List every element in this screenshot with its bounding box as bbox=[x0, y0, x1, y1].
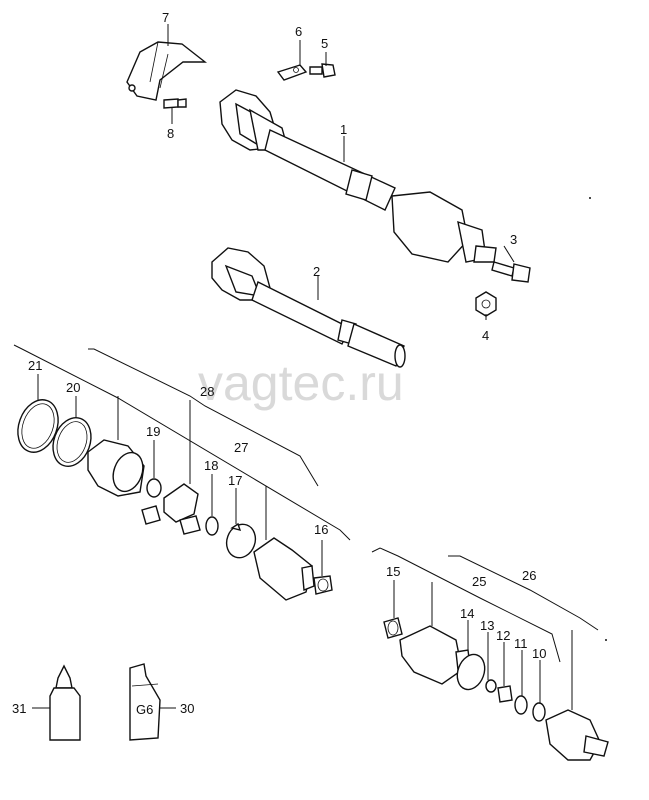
drive-shaft-long bbox=[219, 89, 497, 263]
callout-19: 19 bbox=[146, 424, 160, 439]
callout-10: 10 bbox=[532, 646, 546, 661]
axle-bolt bbox=[491, 261, 531, 283]
callout-2: 2 bbox=[313, 264, 320, 279]
callout-25: 25 bbox=[472, 574, 486, 589]
speck bbox=[605, 639, 607, 641]
callout-8: 8 bbox=[167, 126, 174, 141]
ring-10 bbox=[532, 702, 546, 722]
clamp-17 bbox=[225, 522, 257, 559]
heat-shield-bracket bbox=[126, 41, 208, 101]
watermark-text: vagtec.ru bbox=[198, 355, 404, 411]
cv-joint-inner bbox=[87, 439, 145, 497]
ring-11 bbox=[514, 695, 528, 715]
bracket-line-28b bbox=[88, 348, 319, 487]
grease-bottle bbox=[49, 664, 81, 741]
callout-6: 6 bbox=[295, 24, 302, 39]
bracket-line-26 bbox=[448, 555, 599, 631]
clamp-16 bbox=[313, 575, 333, 595]
callout-7: 7 bbox=[162, 10, 169, 25]
callout-28: 28 bbox=[200, 384, 214, 399]
circlip-21 bbox=[17, 399, 59, 453]
ring-13 bbox=[485, 679, 497, 693]
speck bbox=[589, 197, 591, 199]
tube-marking: G6 bbox=[136, 702, 153, 717]
callout-14: 14 bbox=[460, 606, 474, 621]
callout-20: 20 bbox=[66, 380, 80, 395]
cv-joint-outer bbox=[545, 709, 609, 761]
clamp-14 bbox=[456, 653, 486, 691]
callout-31: 31 bbox=[12, 701, 26, 716]
locking-plate bbox=[276, 64, 308, 81]
callout-5: 5 bbox=[321, 36, 328, 51]
callout-12: 12 bbox=[496, 628, 510, 643]
callout-11: 11 bbox=[514, 636, 528, 651]
leader-3 bbox=[503, 245, 515, 263]
circlip-19 bbox=[146, 478, 162, 498]
spacer-12 bbox=[497, 685, 513, 703]
bearing-cage bbox=[141, 483, 201, 535]
callout-3: 3 bbox=[510, 232, 517, 247]
collar-nut bbox=[475, 291, 497, 317]
callout-15: 15 bbox=[386, 564, 400, 579]
bracket-line-25 bbox=[371, 547, 561, 663]
callout-4: 4 bbox=[482, 328, 489, 343]
circlip-18 bbox=[205, 516, 219, 536]
callout-21: 21 bbox=[28, 358, 42, 373]
callout-27: 27 bbox=[234, 440, 248, 455]
callout-18: 18 bbox=[204, 458, 218, 473]
callout-1: 1 bbox=[340, 122, 347, 137]
bracket-bolt bbox=[163, 98, 187, 109]
callout-17: 17 bbox=[228, 473, 242, 488]
callout-30: 30 bbox=[180, 701, 194, 716]
gasket-20 bbox=[52, 417, 92, 467]
callout-26: 26 bbox=[522, 568, 536, 583]
boot-27 bbox=[253, 537, 315, 601]
clamp-15 bbox=[383, 617, 403, 639]
callout-16: 16 bbox=[314, 522, 328, 537]
hex-bolt bbox=[309, 63, 336, 78]
grease-tube: G6 bbox=[129, 663, 161, 741]
drive-shaft-short bbox=[211, 247, 406, 368]
callout-13: 13 bbox=[480, 618, 494, 633]
